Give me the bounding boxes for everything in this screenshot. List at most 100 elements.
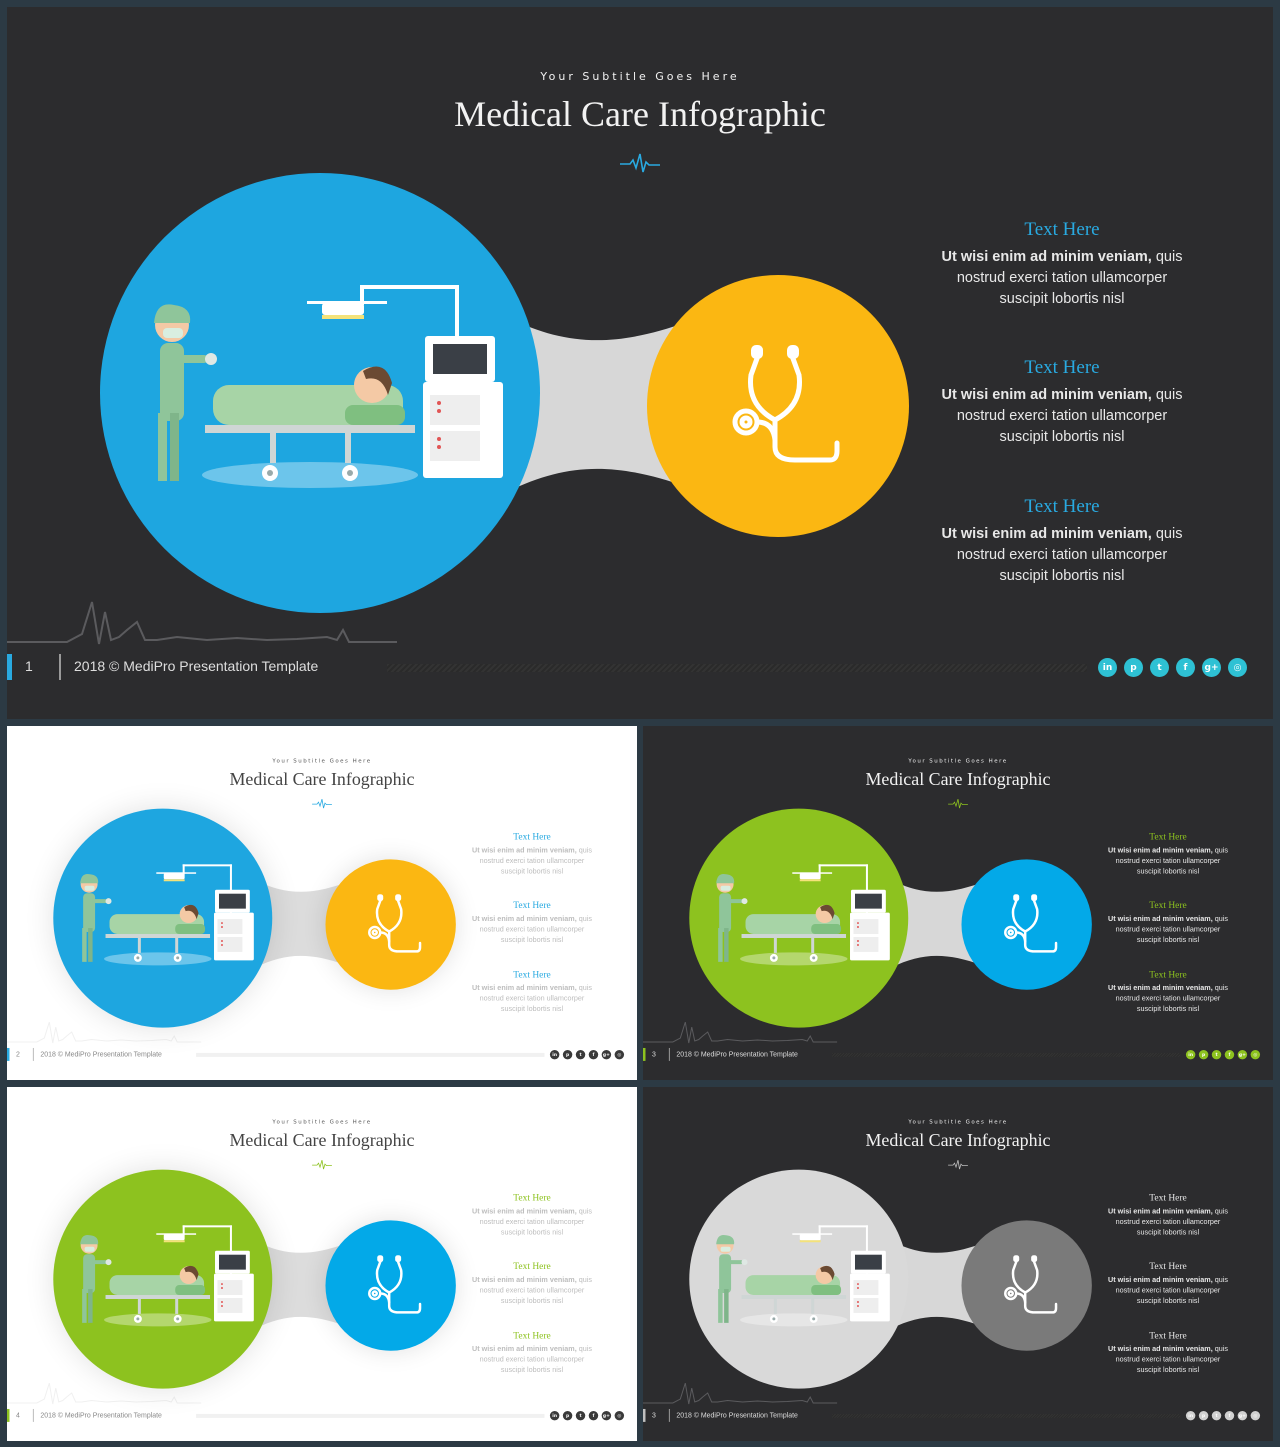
footer-copyright: 2018 © MediPro Presentation Template [676,1049,798,1058]
stethoscope-circle [325,1220,456,1351]
text-item-heading: Text Here [1149,1261,1187,1272]
googleplus-icon[interactable]: g+ [1202,658,1221,677]
facebook-icon[interactable]: f [1224,1410,1235,1421]
slide-footer: 3 2018 © MediPro Presentation Template i… [643,1046,1273,1066]
heartbeat-icon [312,799,332,809]
facebook-icon[interactable]: f [588,1410,599,1421]
instagram-icon[interactable]: ◎ [614,1049,625,1060]
text-item-heading: Text Here [513,1261,551,1272]
connector-shape [891,880,982,968]
page-number: 1 [25,658,33,674]
text-item-body: Ut wisi enim ad minim veniam, quis nostr… [1108,1276,1228,1305]
stethoscope-icon [1004,894,1058,953]
heartbeat-icon [312,1160,332,1170]
text-item-body: Ut wisi enim ad minim veniam, quis nostr… [472,1345,592,1375]
text-item-1: Text Here Ut wisi enim ad minim veniam, … [927,219,1197,310]
text-item-heading: Text Here [1149,969,1187,980]
slide-subtitle: Your Subtitle Goes Here [908,1118,1008,1125]
slide-content: Your Subtitle Goes Here Medical Care Inf… [7,1087,637,1441]
slide-3-preview[interactable]: Your Subtitle Goes Here Medical Care Inf… [643,726,1273,1080]
slide-title: Medical Care Infographic [229,1130,415,1151]
text-item-body: Ut wisi enim ad minim veniam, quis nostr… [1108,1345,1228,1375]
text-item-body: Ut wisi enim ad minim veniam, quis nostr… [472,915,592,944]
footer-accent-bar [7,1047,10,1061]
instagram-icon[interactable]: ◎ [1250,1410,1261,1421]
instagram-icon[interactable]: ◎ [1250,1049,1261,1060]
slide-subtitle: Your Subtitle Goes Here [272,1118,372,1125]
pinterest-icon[interactable]: p [1198,1049,1209,1060]
footer-divider [32,1408,34,1422]
linkedin-icon[interactable]: in [549,1049,560,1060]
slide-title: Medical Care Infographic [229,769,415,790]
linkedin-icon[interactable]: in [1185,1049,1196,1060]
instagram-icon[interactable]: ◎ [614,1410,625,1421]
patient-bed-illustration [80,1225,254,1327]
footer-divider [668,1408,670,1422]
googleplus-icon[interactable]: g+ [601,1410,612,1421]
footer-copyright: 2018 © MediPro Presentation Template [676,1410,798,1419]
text-item-1: Text Here Ut wisi enim ad minim veniam, … [465,1192,599,1237]
stethoscope-icon [732,345,840,463]
slide-2-preview[interactable]: Your Subtitle Goes Here Medical Care Inf… [7,726,637,1080]
slide-4-preview[interactable]: Your Subtitle Goes Here Medical Care Inf… [7,1087,637,1441]
connector-shape [255,1241,346,1329]
googleplus-icon[interactable]: g+ [601,1049,612,1060]
slide-footer: 2 2018 © MediPro Presentation Template i… [7,1046,637,1066]
text-item-heading: Text Here [1024,219,1100,240]
ecg-line-decoration [643,1382,838,1405]
slide-subtitle: Your Subtitle Goes Here [908,757,1008,764]
twitter-icon[interactable]: t [1150,658,1169,677]
text-item-3: Text Here Ut wisi enim ad minim veniam, … [1101,1330,1235,1375]
text-item-2: Text Here Ut wisi enim ad minim veniam, … [927,357,1197,448]
footer-accent-bar [643,1408,646,1422]
slide-content: Your Subtitle Goes Here Medical Care Inf… [643,726,1273,1080]
footer-divider [32,1047,34,1061]
slide-5-preview[interactable]: Your Subtitle Goes Here Medical Care Inf… [643,1087,1273,1441]
text-item-body: Ut wisi enim ad minim veniam, quis nostr… [1108,846,1228,876]
text-item-heading: Text Here [1149,1330,1187,1341]
googleplus-icon[interactable]: g+ [1237,1049,1248,1060]
ecg-line-decoration [7,601,397,645]
twitter-icon[interactable]: t [575,1410,586,1421]
slide-content: Your Subtitle Goes Here Medical Care Inf… [7,726,637,1080]
footer-pattern-bar [832,1052,1181,1057]
twitter-icon[interactable]: t [1211,1410,1222,1421]
pinterest-icon[interactable]: p [1198,1410,1209,1421]
text-item-heading: Text Here [1024,357,1100,378]
pinterest-icon[interactable]: p [562,1410,573,1421]
facebook-icon[interactable]: f [588,1049,599,1060]
footer-copyright: 2018 © MediPro Presentation Template [74,658,319,674]
linkedin-icon[interactable]: in [549,1410,560,1421]
slide-title: Medical Care Infographic [865,769,1051,790]
slide-footer: 1 2018 © MediPro Presentation Template i… [7,650,1273,690]
twitter-icon[interactable]: t [575,1049,586,1060]
text-item-3: Text Here Ut wisi enim ad minim veniam, … [465,969,599,1014]
text-item-2: Text Here Ut wisi enim ad minim veniam, … [465,900,599,945]
slide-1-preview[interactable]: Your Subtitle Goes Here Medical Care Inf… [7,7,1273,719]
text-item-heading: Text Here [1024,496,1100,517]
pinterest-icon[interactable]: p [562,1049,573,1060]
text-item-heading: Text Here [513,900,551,911]
text-item-3: Text Here Ut wisi enim ad minim veniam, … [1101,969,1235,1014]
patient-bed-illustration [716,1225,890,1327]
linkedin-icon[interactable]: in [1098,658,1117,677]
slide-content: Your Subtitle Goes Here Medical Care Inf… [7,7,1273,719]
pinterest-icon[interactable]: p [1124,658,1143,677]
text-item-2: Text Here Ut wisi enim ad minim veniam, … [1101,900,1235,945]
connector-shape [507,317,687,492]
text-item-2: Text Here Ut wisi enim ad minim veniam, … [1101,1261,1235,1306]
facebook-icon[interactable]: f [1176,658,1195,677]
ecg-line-decoration [7,1382,202,1405]
footer-accent-bar [7,654,12,680]
instagram-icon[interactable]: ◎ [1228,658,1247,677]
twitter-icon[interactable]: t [1211,1049,1222,1060]
facebook-icon[interactable]: f [1224,1049,1235,1060]
page-number: 3 [651,1410,656,1419]
slide-subtitle: Your Subtitle Goes Here [540,70,740,83]
googleplus-icon[interactable]: g+ [1237,1410,1248,1421]
linkedin-icon[interactable]: in [1185,1410,1196,1421]
stethoscope-circle [325,859,456,990]
